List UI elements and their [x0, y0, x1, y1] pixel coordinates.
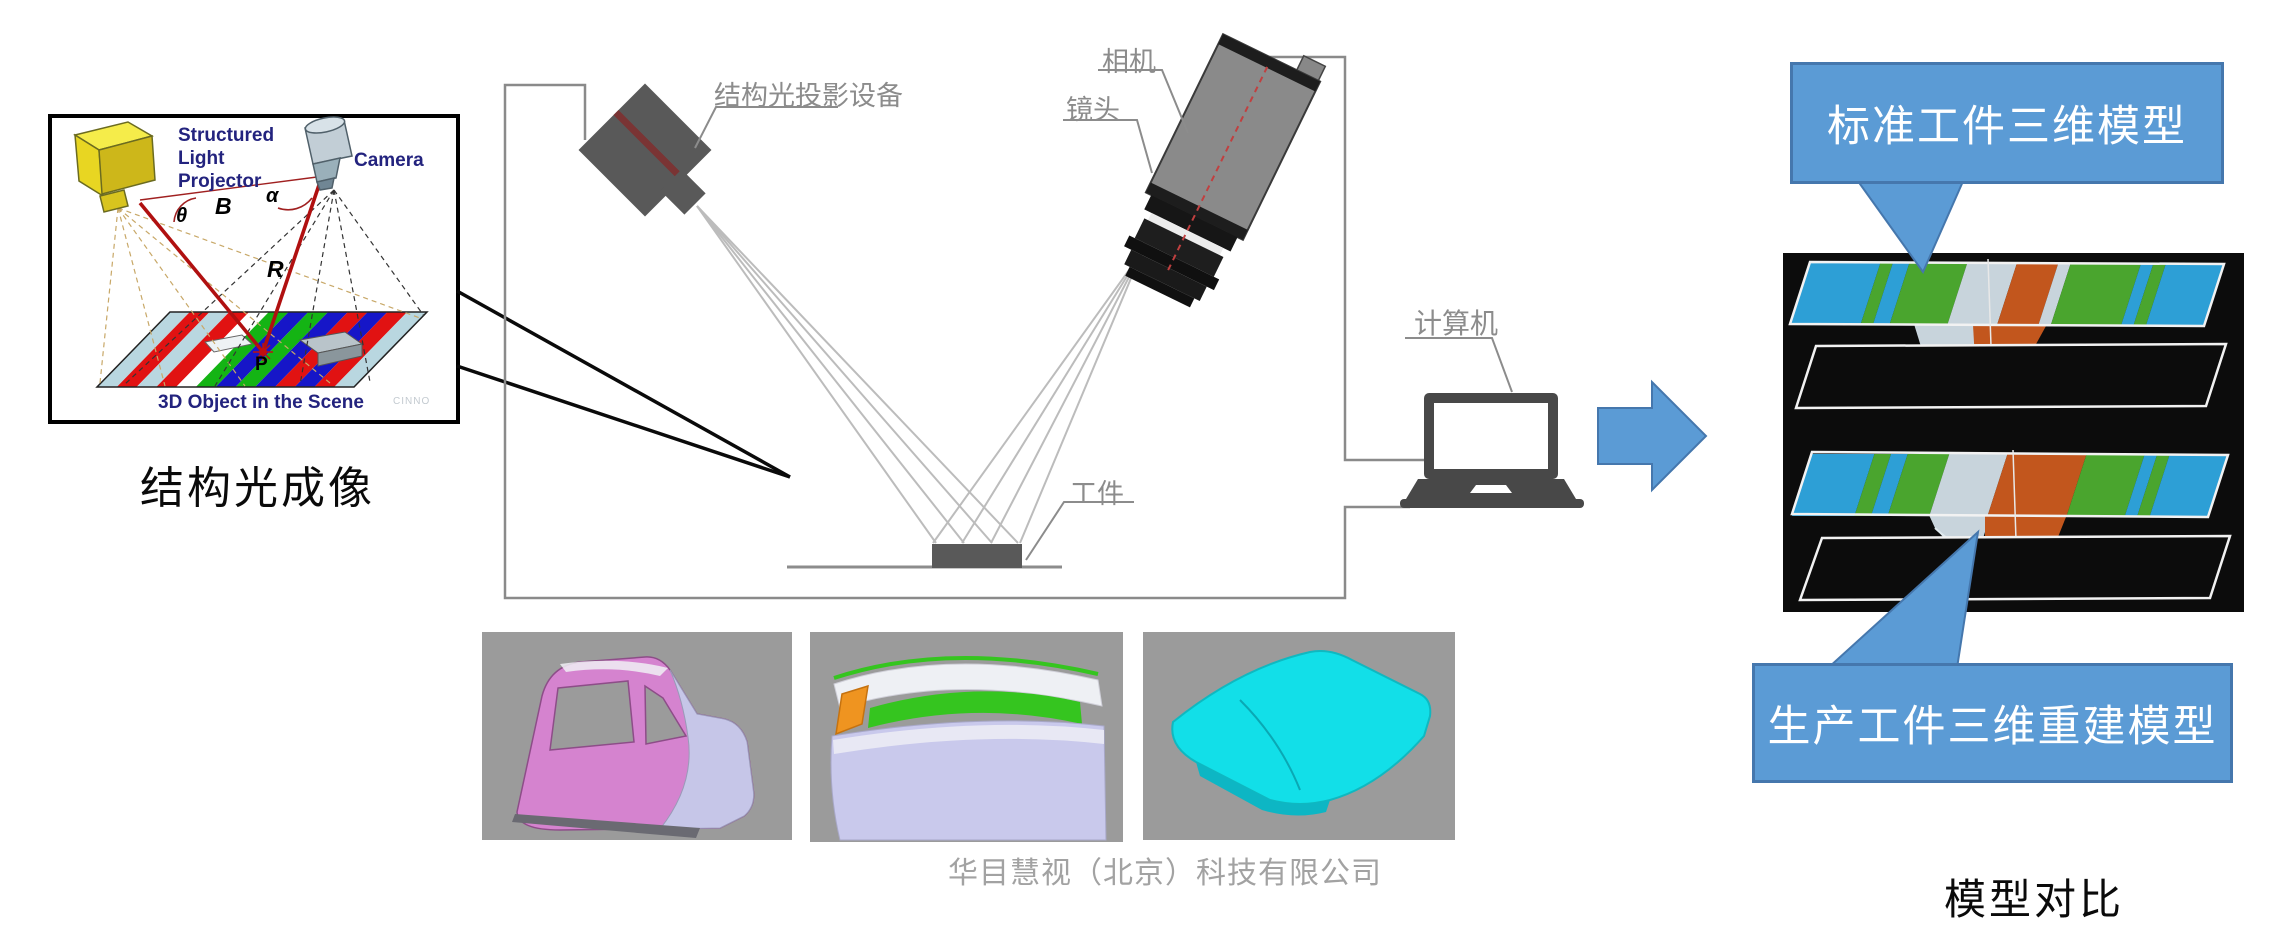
flow-arrow: [1597, 379, 1708, 493]
reconstructed-model-callout-text: 生产工件三维重建模型: [1767, 703, 2218, 751]
frame-lines: [503, 55, 1430, 600]
label-leader-lines: [694, 69, 1513, 561]
point-p-label: P: [255, 354, 268, 375]
projector-rays: [696, 205, 1019, 544]
point-cloud-strip-reconstructed: [1790, 449, 2230, 572]
camera-dashed-rays: [124, 189, 425, 387]
triangulation-lines: [138, 176, 322, 361]
inset-camera: [304, 116, 353, 191]
inset-object-caption: 3D Object in the Scene: [158, 392, 364, 413]
reference-strip-1: [1794, 342, 2228, 410]
camera-device: [1124, 32, 1327, 308]
projector-label: 结构光投影设备: [714, 81, 903, 111]
standard-model-callout: 标准工件三维模型: [1790, 62, 2224, 184]
inset-projector-label-line2: Light: [178, 148, 225, 169]
baseline-label: B: [215, 193, 232, 219]
lens-label: 镜头: [1066, 95, 1120, 125]
camera-rays: [932, 251, 1143, 544]
camera-label: 相机: [1102, 47, 1156, 77]
laptop-icon: [1400, 393, 1584, 508]
structured-light-inset-panel: [48, 114, 460, 424]
scanner-schematic: [503, 32, 1584, 600]
car-frame-image: [482, 632, 792, 840]
inset-projector-label-line3: Projector: [178, 171, 262, 192]
inset-callout-lines: [456, 289, 791, 479]
reference-strip-2: [1798, 534, 2232, 602]
projector-dashed-rays: [99, 207, 421, 387]
r-distance-label: R: [267, 256, 284, 282]
car-door-image: [810, 632, 1123, 842]
reconstructed-model-callout: 生产工件三维重建模型: [1752, 663, 2233, 783]
model-comparison-image: [1783, 253, 2244, 612]
model-comparison-caption: 模型对比: [1944, 876, 2125, 923]
inset-projector-label: Structured Light Projector: [178, 124, 274, 193]
projector-device: [578, 83, 712, 217]
alpha-angle-label: α: [266, 185, 279, 207]
inset-camera-label: Camera: [354, 150, 424, 171]
car-hood-image: [1143, 632, 1455, 840]
inset-projector-label-line1: Structured: [178, 125, 275, 146]
computer-label: 计算机: [1414, 308, 1499, 339]
inset-projector: [73, 121, 156, 213]
standard-model-callout-text: 标准工件三维模型: [1827, 103, 2187, 151]
workpiece-label: 工件: [1070, 479, 1124, 509]
workpiece: [787, 544, 1062, 569]
striped-floor: [95, 311, 429, 388]
theta-angle-label: θ: [176, 205, 188, 227]
company-name: 华目慧视（北京）科技有限公司: [948, 857, 1382, 890]
structured-light-caption: 结构光成像: [140, 464, 375, 513]
watermark-text: CINNO: [393, 396, 431, 407]
